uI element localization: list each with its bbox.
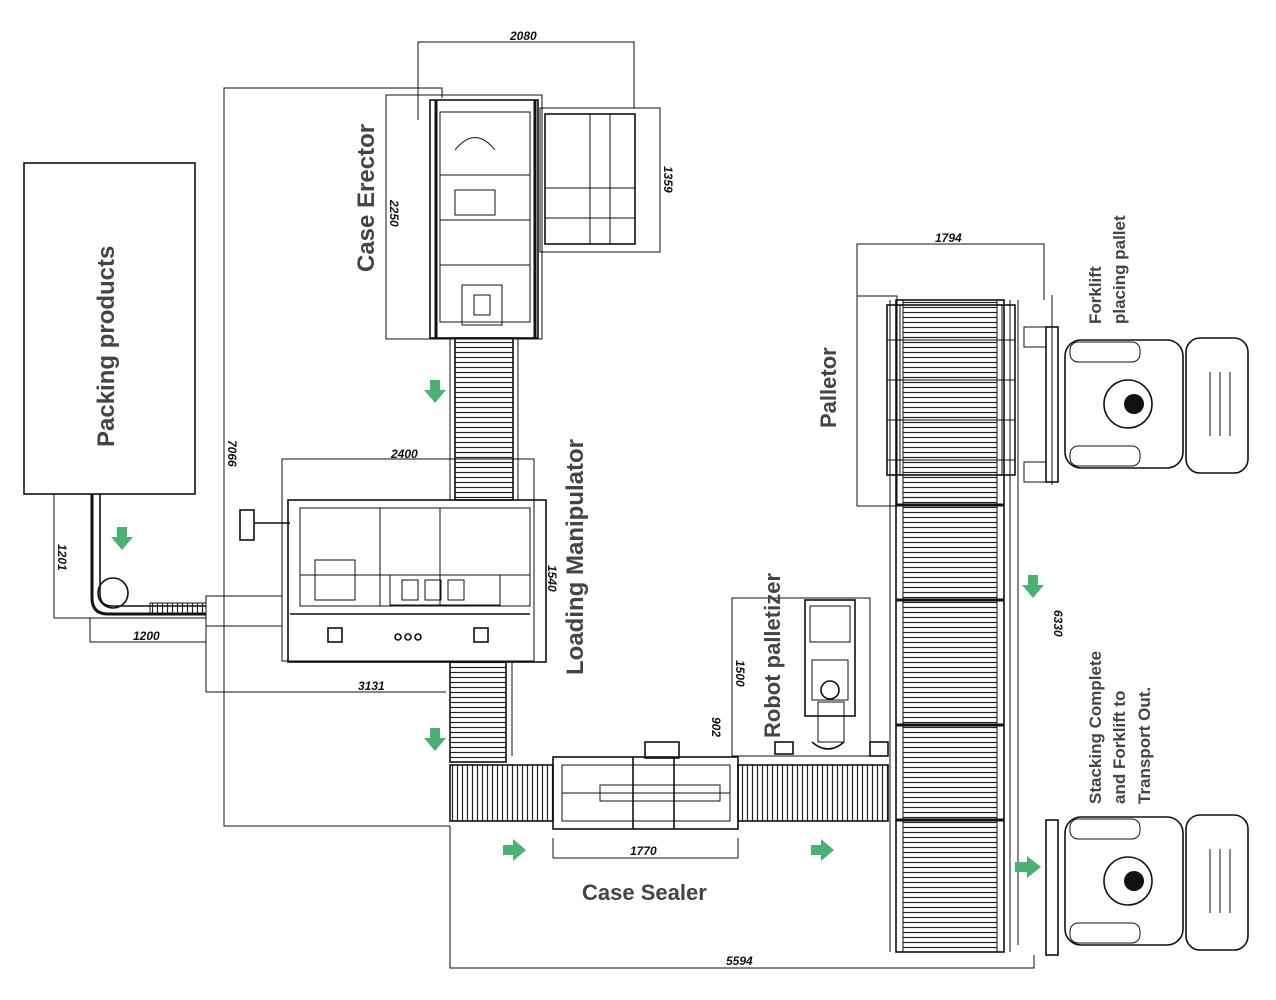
dim-7066: 7066 — [225, 440, 239, 467]
down-arrow-icon — [424, 380, 446, 403]
right-arrow-icon — [811, 839, 834, 861]
flow-arrows — [111, 380, 1044, 878]
forklift-label-line1: Forklift — [1086, 266, 1105, 324]
dim-902: 902 — [709, 717, 723, 737]
down-arrow-icon — [111, 527, 133, 550]
dimension-labels: 2080 1359 2250 7066 2400 1540 1201 1200 … — [55, 29, 1065, 968]
robot-palletizer-label: Robot palletizer — [760, 573, 785, 738]
palletor-label: Palletor — [816, 347, 841, 428]
conveyor-erector-to-manipulator — [449, 337, 519, 501]
down-arrow-icon — [424, 728, 446, 751]
robot-palletizer: Robot palletizer — [731, 573, 889, 757]
case-erector-label: Case Erector — [353, 124, 380, 272]
case-sealer: Case Sealer — [552, 741, 739, 905]
dim-1201: 1201 — [55, 544, 69, 571]
dim-3131: 3131 — [358, 679, 385, 693]
dim-1540: 1540 — [545, 565, 559, 592]
dim-6330: 6330 — [1051, 610, 1065, 637]
forklift-bottom — [1045, 814, 1249, 956]
forklift-label-line2: placing pallet — [1110, 215, 1129, 324]
loading-manipulator: Loading Manipulator — [205, 439, 589, 675]
dim-1200: 1200 — [133, 629, 160, 643]
packing-products-area: Packing products — [23, 162, 196, 495]
dim-1770: 1770 — [630, 844, 657, 858]
forklift-top — [1023, 326, 1249, 483]
dim-2080: 2080 — [509, 29, 537, 43]
stacking-label-line2: and Forklift to — [1110, 691, 1129, 804]
packing-products-label: Packing products — [93, 246, 120, 447]
dim-1359: 1359 — [661, 166, 675, 193]
right-arrow-icon — [1015, 856, 1041, 878]
product-chute — [53, 494, 207, 643]
down-arrow-icon — [1022, 575, 1044, 598]
stacking-label-line1: Stacking Complete — [1086, 651, 1105, 804]
dim-2400: 2400 — [390, 447, 418, 461]
dim-2250: 2250 — [387, 199, 401, 227]
stacking-label-line3: Transport Out. — [1135, 687, 1154, 804]
conveyor-manipulator-to-sealer — [449, 661, 513, 763]
case-erector: Case Erector — [353, 41, 661, 340]
case-sealer-label: Case Sealer — [582, 880, 707, 905]
pallet-conveyor — [889, 295, 1053, 953]
loading-manipulator-label: Loading Manipulator — [562, 439, 589, 675]
dim-1500: 1500 — [733, 660, 747, 687]
dim-1794: 1794 — [935, 231, 962, 245]
dim-5594: 5594 — [726, 954, 753, 968]
right-arrow-icon — [503, 839, 526, 861]
